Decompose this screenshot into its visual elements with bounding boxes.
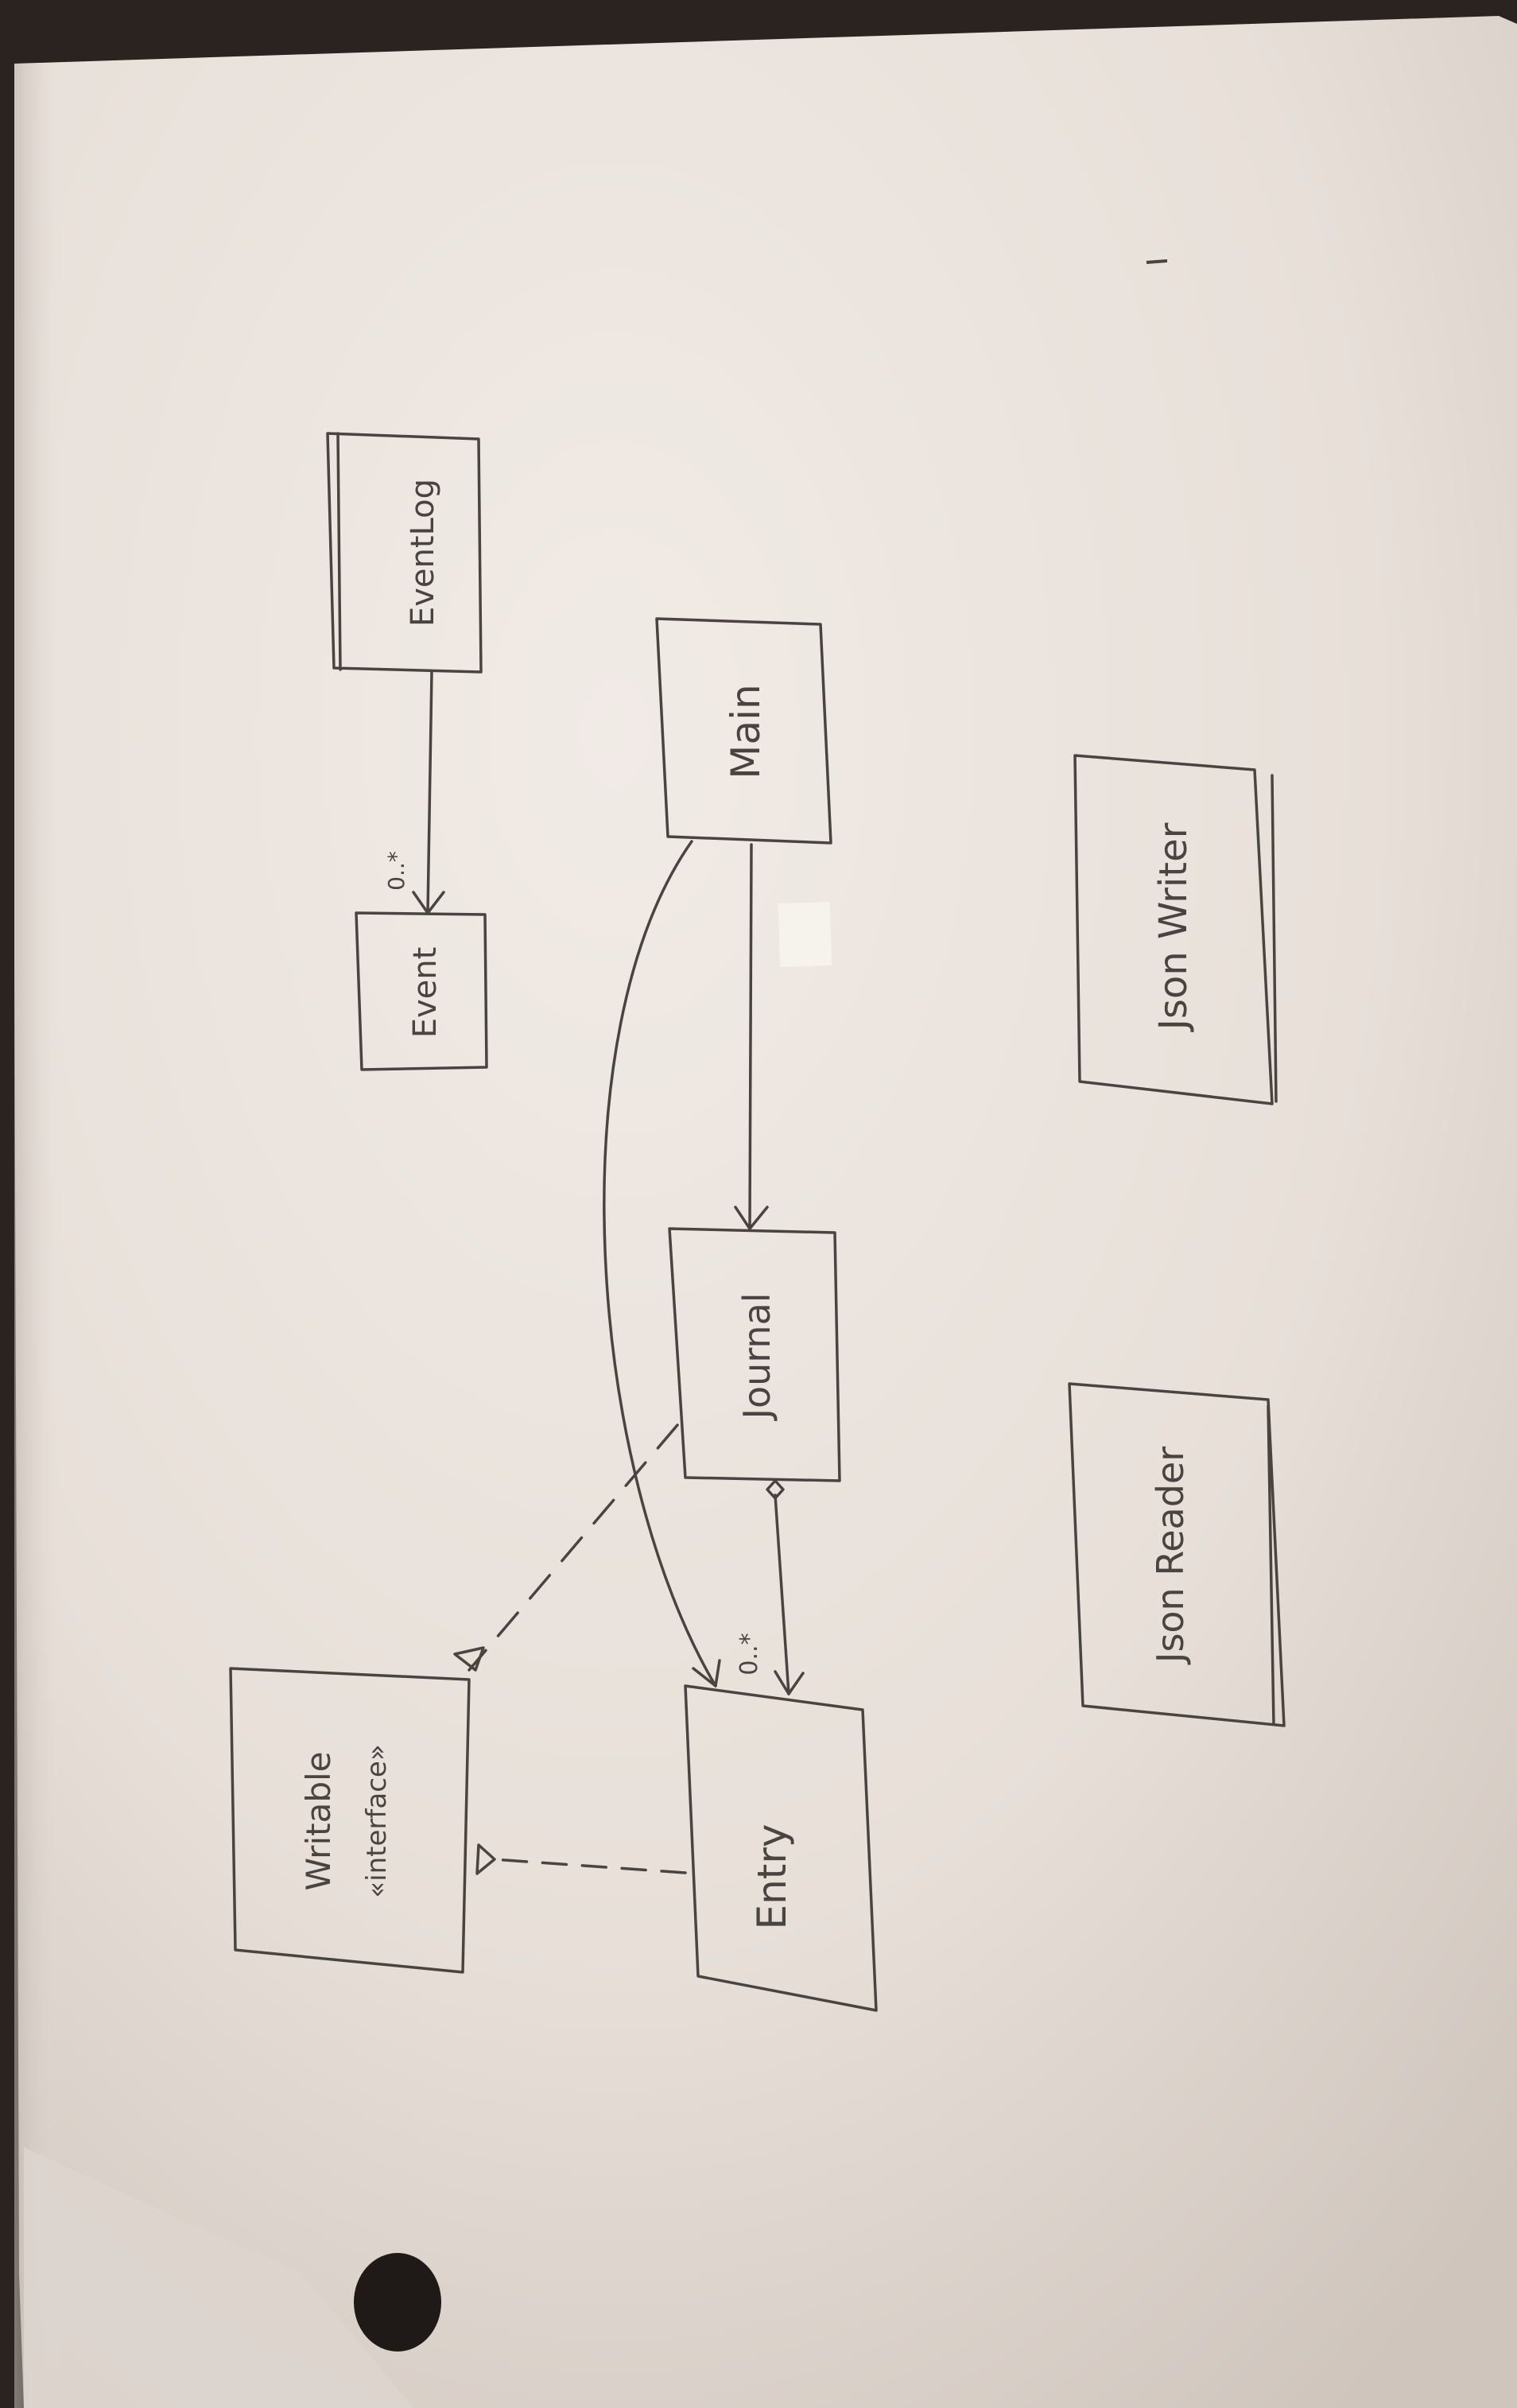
realization-entry-arrowhead	[475, 1843, 496, 1875]
class-box-json-writer	[1073, 754, 1278, 1105]
aggregation-arrowhead	[774, 1670, 805, 1695]
class-name-json-writer: Json Writer	[1151, 822, 1196, 1032]
realization-journal-arrowhead	[453, 1646, 485, 1672]
assoc-eventlog-event-arrowhead	[412, 891, 445, 915]
assoc-main-entry-arrowhead	[692, 1659, 721, 1688]
stray-mark	[1146, 259, 1168, 264]
correction-patch	[778, 901, 832, 968]
assoc-main-entry	[603, 840, 717, 1688]
realization-journal-writable	[468, 1423, 679, 1672]
class-name-entry: Entry	[749, 1823, 795, 1929]
class-stereotype-writable: «interface»	[361, 1744, 393, 1897]
binder-hole	[354, 2253, 441, 2352]
assoc-main-journal-arrowhead	[734, 1206, 769, 1230]
paper-sheet	[14, 16, 1517, 2408]
paper-left-shadow	[14, 64, 62, 2408]
class-box-eventlog	[326, 432, 483, 674]
class-name-journal: Journal	[735, 1292, 778, 1421]
aggregation-diamond	[766, 1479, 785, 1500]
assoc-main-journal	[748, 843, 753, 1230]
class-name-writable: Writable	[299, 1752, 338, 1891]
paper-folded-corner	[24, 2147, 413, 2408]
class-box-main	[655, 617, 832, 845]
class-name-json-reader: Json Reader	[1149, 1447, 1192, 1665]
aggregation-journal-entry	[774, 1493, 790, 1695]
realization-entry-writable	[491, 1858, 687, 1874]
class-box-json-reader	[1068, 1382, 1286, 1727]
assoc-eventlog-event	[426, 670, 433, 915]
class-name-main: Main	[723, 684, 769, 779]
class-name-event: Event	[407, 947, 444, 1039]
class-box-entry	[684, 1684, 878, 2012]
multiplicity-eventlog-event: 0..*	[383, 851, 409, 891]
class-box-writable	[229, 1667, 471, 1974]
class-box-event	[355, 911, 488, 1071]
class-name-eventlog: EventLog	[405, 479, 441, 627]
multiplicity-journal-entry: 0..*	[735, 1633, 763, 1675]
class-box-journal	[668, 1227, 841, 1482]
